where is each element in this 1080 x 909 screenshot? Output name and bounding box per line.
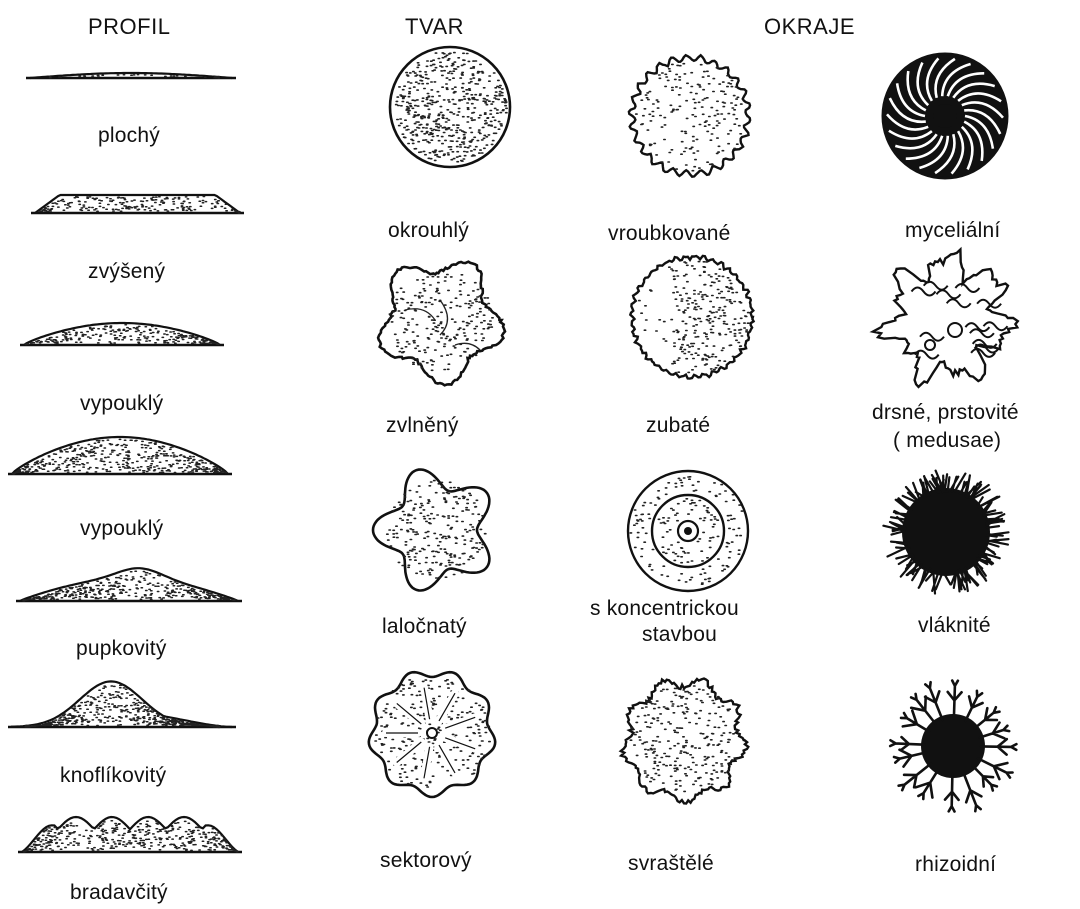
shape-sectored (369, 672, 495, 797)
edge-mycelial (883, 54, 1007, 178)
label-vlaknite: vláknité (918, 613, 991, 639)
profile-umbonate (16, 568, 242, 601)
shape-circular (390, 47, 510, 167)
label-lalocnaty: laločnatý (382, 614, 467, 640)
label-knoflikovity: knoflíkovitý (60, 763, 166, 789)
profile-papillate (18, 817, 242, 852)
label-rhizoidni: rhizoidní (915, 852, 996, 878)
profile-convex-2 (8, 437, 232, 474)
label-bradavcity: bradavčitý (70, 880, 168, 906)
edge-wrinkled (621, 679, 749, 804)
label-medusae: ( medusae) (893, 428, 1001, 454)
label-vypoukly-1: vypouklý (80, 391, 163, 417)
edge-crenate (629, 55, 750, 177)
edge-dentate (630, 256, 753, 379)
label-svrastele: svraštělé (628, 851, 714, 877)
label-sektorovy: sektorový (380, 848, 472, 874)
shape-undulate (378, 262, 505, 386)
label-zvyseny: zvýšený (88, 259, 165, 285)
label-plochy: plochý (98, 123, 160, 149)
profile-flat (26, 73, 236, 78)
shape-lobate (373, 470, 489, 591)
header-profil: PROFIL (88, 14, 170, 40)
label-vroubkovane: vroubkované (608, 221, 730, 247)
edge-rhizoid (890, 681, 1016, 812)
edge-concentric (628, 471, 748, 591)
profile-button (8, 681, 236, 727)
profile-drawings (8, 73, 244, 852)
header-tvar: TVAR (405, 14, 464, 40)
profile-raised (31, 195, 244, 213)
label-pupkovity: pupkovitý (76, 636, 167, 662)
label-vypoukly-2: vypouklý (80, 516, 163, 542)
edge-filamentous (883, 471, 1008, 594)
profile-convex-1 (20, 323, 224, 345)
label-s-koncentrickou: s koncentrickou (590, 596, 739, 622)
label-okrouhly: okrouhlý (388, 218, 469, 244)
label-myceliální: myceliální (905, 218, 1000, 244)
label-zubate: zubaté (646, 413, 710, 439)
label-stavbou: stavbou (642, 622, 717, 648)
label-zvlneny: zvlněný (386, 413, 459, 439)
edge-medusa (873, 250, 1018, 387)
label-drsne-prstovite: drsné, prstovité (872, 400, 1019, 426)
header-okraje: OKRAJE (764, 14, 855, 40)
